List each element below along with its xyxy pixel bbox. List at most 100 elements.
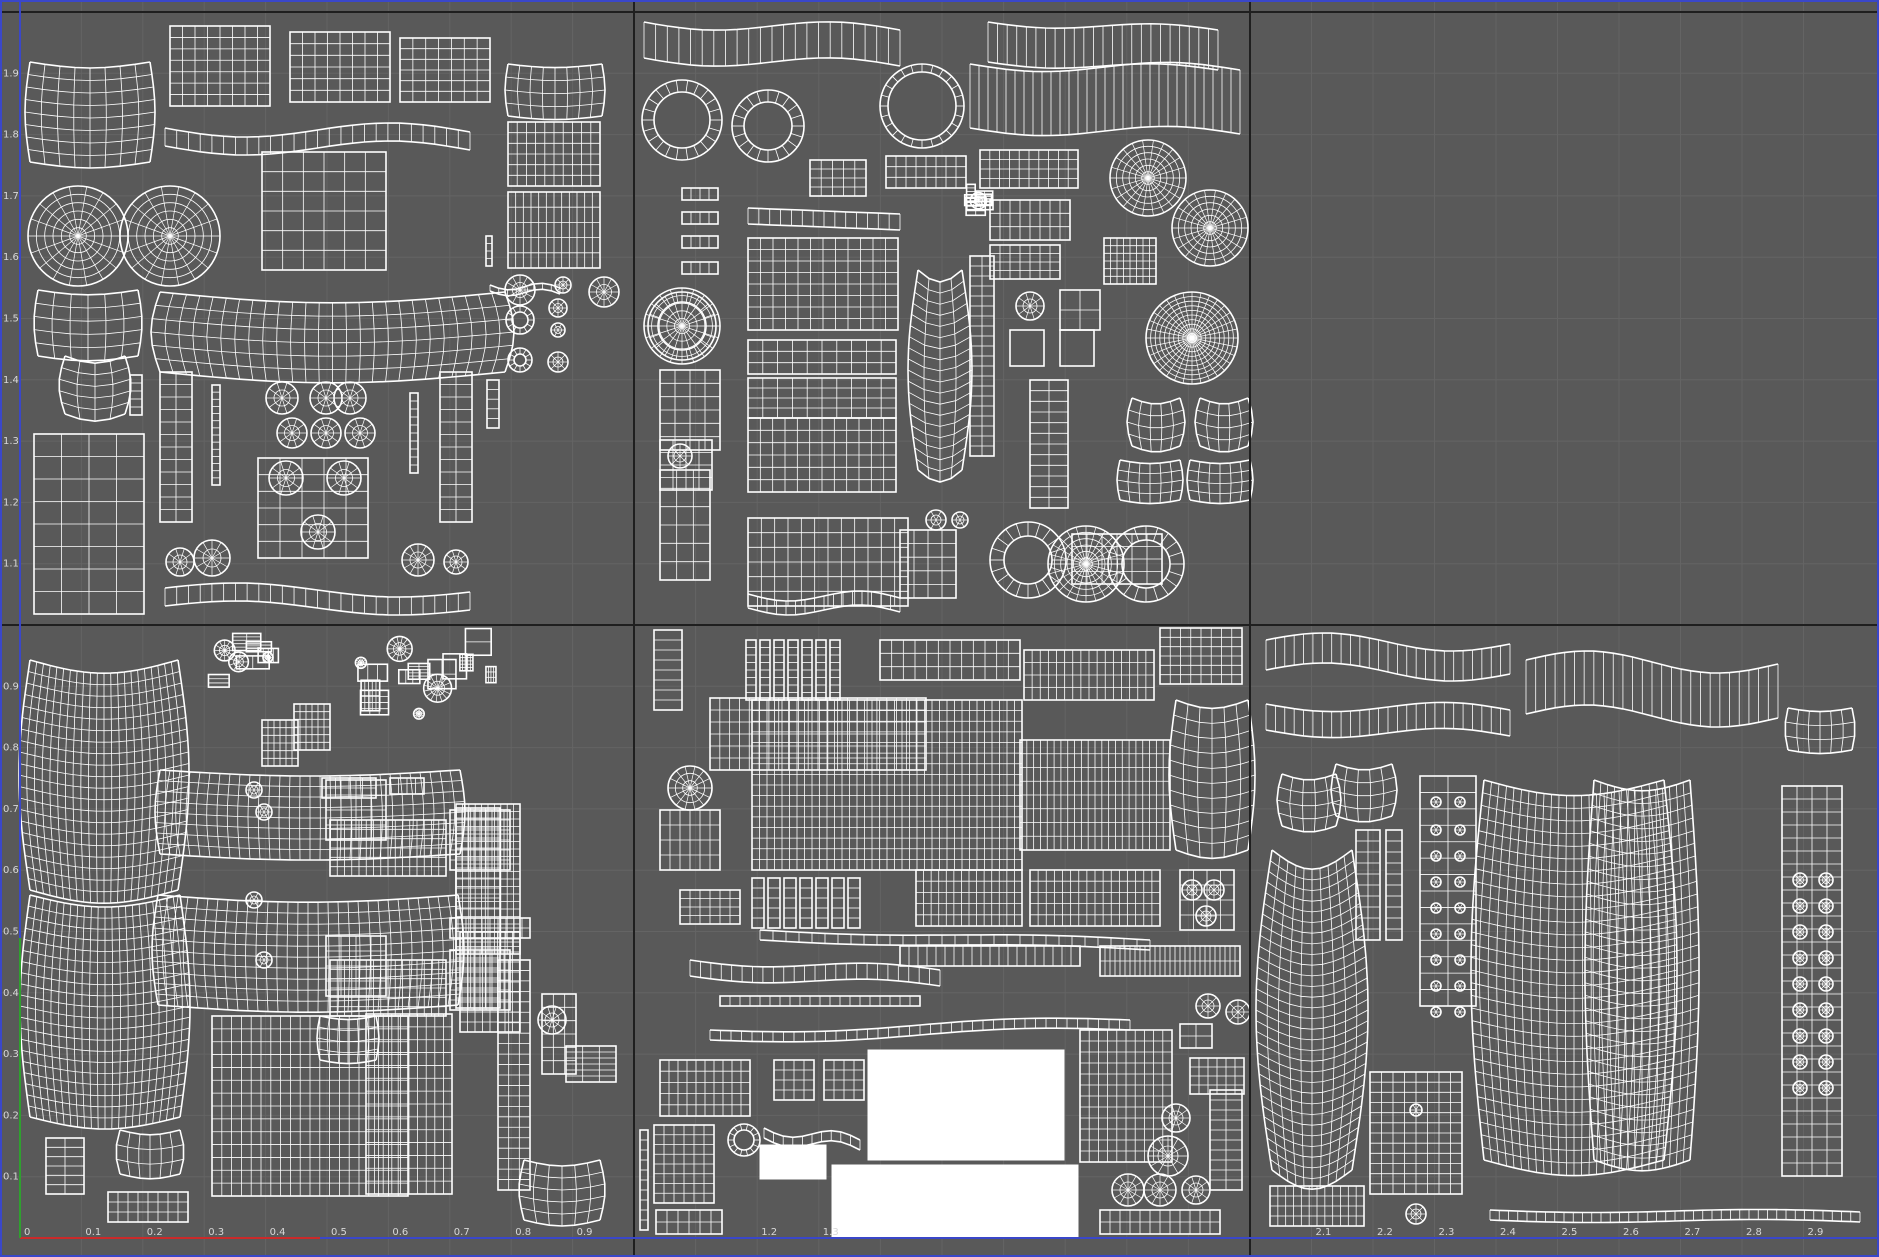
shell-edge bbox=[1261, 924, 1363, 945]
spoke-edge bbox=[1150, 1155, 1169, 1167]
spoke-edge bbox=[1122, 149, 1149, 179]
shell-edge bbox=[23, 843, 185, 858]
ring-edge bbox=[997, 573, 1009, 583]
v-tick-label: 1.2 bbox=[3, 497, 19, 508]
shell-outline bbox=[799, 877, 813, 929]
ring-edge bbox=[693, 346, 700, 356]
spoke-edge bbox=[317, 515, 324, 533]
spoke-edge bbox=[238, 655, 247, 663]
u-tick-label: 2.2 bbox=[1377, 1227, 1393, 1238]
shell-edge bbox=[1119, 459, 1181, 465]
uv-ring-shell bbox=[1430, 1006, 1442, 1018]
spoke-edge bbox=[1191, 337, 1218, 377]
spoke-edge bbox=[1159, 1175, 1169, 1191]
uv-shell bbox=[655, 1209, 723, 1235]
shell-edge bbox=[1587, 868, 1697, 880]
ring-edge bbox=[733, 1147, 739, 1153]
spoke-edge bbox=[1127, 1189, 1143, 1199]
uv-shell bbox=[969, 255, 995, 457]
shell-edge bbox=[523, 1159, 601, 1167]
spoke-edge bbox=[1209, 227, 1243, 249]
uv-ring-shell bbox=[1195, 993, 1221, 1019]
spoke-edge bbox=[1147, 177, 1154, 216]
shell-edge bbox=[35, 302, 141, 309]
spoke-edge bbox=[1415, 1109, 1420, 1116]
uv-strip-shell bbox=[681, 261, 719, 275]
shell-edge bbox=[1265, 892, 1359, 913]
uv-ring-shell bbox=[268, 460, 304, 496]
v-tick-label: 1.7 bbox=[3, 191, 19, 202]
spoke-edge bbox=[557, 361, 566, 370]
uv-shell bbox=[321, 777, 377, 799]
spoke-edge bbox=[413, 711, 420, 715]
spoke-edge bbox=[1184, 889, 1193, 898]
shell-edge bbox=[24, 111, 156, 119]
ring-edge bbox=[1168, 571, 1183, 577]
ring-edge bbox=[790, 114, 803, 119]
spoke-edge bbox=[1408, 1206, 1417, 1215]
uv-small-shell bbox=[397, 668, 421, 685]
spoke-edge bbox=[1209, 227, 1227, 263]
uv-shell bbox=[639, 1129, 649, 1231]
spoke-edge bbox=[325, 382, 332, 399]
spoke-edge bbox=[399, 643, 412, 650]
spoke-edge bbox=[276, 382, 283, 399]
spoke-edge bbox=[557, 329, 562, 337]
uv-shell bbox=[159, 371, 193, 523]
spoke-edge bbox=[1018, 305, 1031, 315]
spoke-edge bbox=[1799, 905, 1806, 912]
spoke-edge bbox=[359, 418, 365, 434]
spoke-edge bbox=[935, 511, 942, 521]
shell-edge bbox=[1588, 1083, 1696, 1096]
spoke-edge bbox=[1457, 1007, 1461, 1013]
spoke-edge bbox=[259, 804, 265, 813]
u-tick-label: 2.7 bbox=[1685, 1227, 1701, 1238]
uv-shell bbox=[773, 1059, 815, 1101]
shell-edge bbox=[1332, 802, 1396, 810]
spoke-edge bbox=[659, 295, 683, 327]
shell-edge bbox=[1189, 499, 1251, 505]
spoke-edge bbox=[259, 959, 265, 968]
uv-shell bbox=[659, 439, 713, 491]
v-tick-label: 0.9 bbox=[3, 681, 19, 692]
shell-edge bbox=[1128, 433, 1184, 441]
spoke-edge bbox=[1799, 879, 1806, 886]
spoke-edge bbox=[1799, 1087, 1806, 1094]
spoke-edge bbox=[1209, 199, 1236, 229]
uv-warped-shell bbox=[316, 1015, 380, 1065]
shell-edge bbox=[1587, 1070, 1697, 1083]
uv-shells[interactable] bbox=[18, 21, 1861, 1238]
uv-shell bbox=[709, 697, 927, 771]
spoke-edge bbox=[1209, 227, 1216, 266]
spoke-edge bbox=[418, 713, 423, 719]
uv-ring-shell bbox=[300, 514, 336, 550]
spoke-edge bbox=[1459, 929, 1463, 935]
shell-edge bbox=[505, 102, 605, 108]
uv-shell bbox=[329, 959, 447, 1017]
ring-edge bbox=[693, 145, 699, 157]
spoke-edge bbox=[1184, 199, 1211, 229]
spoke-edge bbox=[1459, 1007, 1463, 1013]
shell-edge bbox=[154, 916, 462, 925]
spoke-edge bbox=[930, 511, 937, 521]
shell-edge bbox=[1187, 469, 1253, 475]
spoke-edge bbox=[1825, 1061, 1832, 1068]
spoke-edge bbox=[455, 550, 461, 563]
spoke-edge bbox=[238, 661, 247, 669]
spoke-edge bbox=[1066, 530, 1087, 565]
uv-shell bbox=[211, 384, 221, 486]
uv-shell bbox=[439, 371, 473, 523]
spoke-edge bbox=[1433, 801, 1437, 807]
shell-edge bbox=[1586, 1032, 1698, 1045]
shell-outline bbox=[747, 223, 901, 231]
spoke-edge bbox=[291, 418, 297, 434]
spoke-edge bbox=[359, 423, 373, 434]
shell-edge bbox=[26, 916, 184, 930]
uv-shell bbox=[653, 629, 683, 711]
uv-strip-shell bbox=[751, 877, 765, 929]
spoke-edge bbox=[1173, 227, 1211, 240]
shell-edge bbox=[64, 413, 126, 423]
